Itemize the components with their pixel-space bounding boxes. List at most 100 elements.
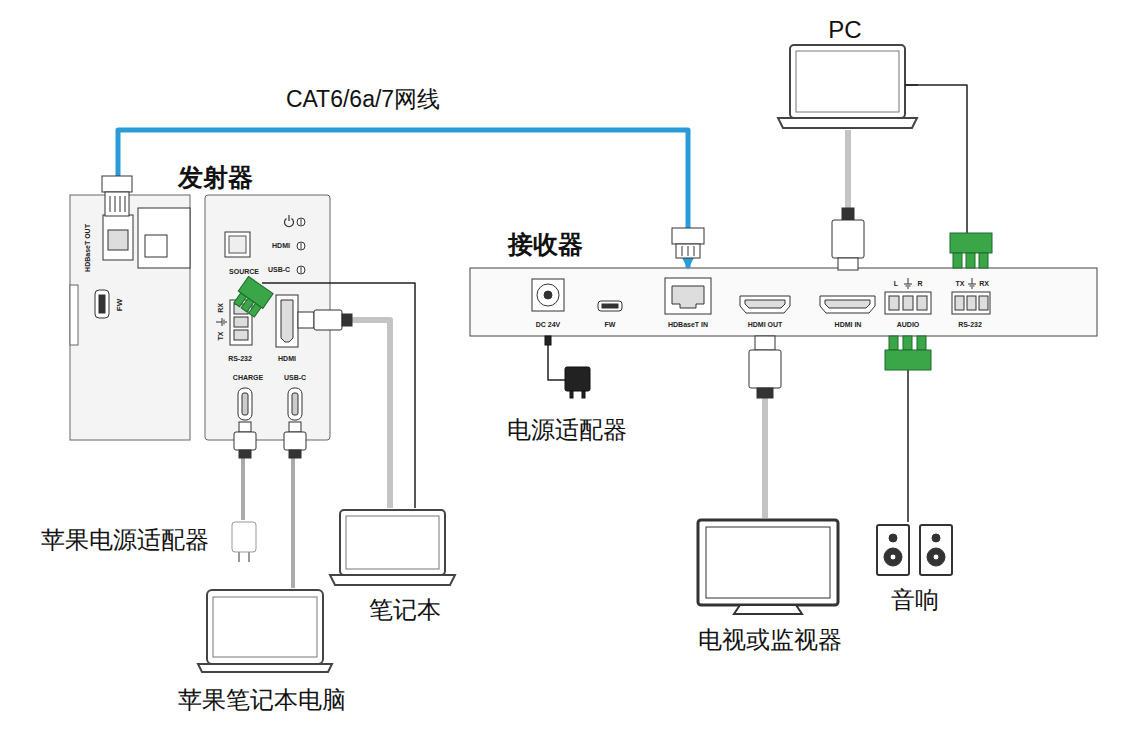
transmitter-front-panel: [301, 267, 302, 273]
power-adapter-icon: [565, 367, 590, 391]
cable-label: CAT6/6a/7网线: [283, 87, 443, 112]
ground-symbol: [224, 320, 225, 325]
transmitter: 发射器: [70, 195, 330, 440]
device-label: 音响: [891, 587, 939, 613]
receiver-panel: [740, 296, 790, 313]
receiver-panel: [979, 296, 988, 310]
transmitter-front-panel: [297, 242, 305, 250]
transmitter-side-panel: [145, 235, 167, 257]
hdmi-plug: [832, 220, 864, 258]
speakers: 音响: [872, 522, 957, 622]
ground-symbol: [968, 284, 976, 285]
laptop-icon: [778, 118, 917, 128]
receiver-panel: [470, 268, 1097, 336]
usb-plug: [234, 432, 256, 450]
terminal-plug: [249, 303, 262, 317]
apple-adapter-icon: [232, 522, 256, 562]
receiver: 接收器: [470, 268, 1097, 336]
device-label: PC: [828, 17, 861, 43]
transmitter-front-panel: [281, 300, 293, 342]
laptop-icon: [198, 45, 917, 672]
transmitter-side-panel: [95, 290, 109, 318]
power-adapter-icon: [582, 391, 585, 398]
transmitter-front-panel: [301, 243, 302, 249]
transmitter-side-panel: [103, 215, 133, 260]
receiver-panel: [889, 296, 899, 310]
usb-plug: [239, 450, 251, 458]
apple-power-adapter: 苹果电源适配器: [30, 520, 258, 565]
hdmi-cable: [330, 320, 390, 508]
ground-symbol: [907, 288, 909, 289]
port-label: SOURCE: [229, 268, 259, 276]
hdmi-plug: [314, 310, 342, 330]
usb-plug: [289, 422, 301, 432]
ground-symbol: [906, 286, 911, 287]
device-label: 发射器: [178, 164, 253, 192]
receiver-panel: [532, 279, 564, 311]
transmitter-front-panel: [205, 195, 330, 440]
apple-adapter-icon: [248, 552, 250, 562]
terminal-plug: [903, 336, 912, 350]
transmitter-front-panel: [229, 236, 246, 253]
laptop-icon: [796, 51, 899, 112]
device-label: 笔记本: [369, 597, 441, 623]
tv-icon: [734, 605, 802, 614]
laptop-icon: [330, 575, 455, 585]
port-label: RS-232: [228, 355, 252, 363]
transmitter-side-panel: [70, 195, 190, 440]
rj45-plug: [102, 176, 132, 192]
network-cable: [118, 130, 688, 268]
terminal-plug: [917, 336, 926, 350]
transmitter-front-panel: [238, 388, 252, 420]
transmitter-front-panel: [288, 215, 289, 221]
usb-plug: [239, 422, 251, 432]
hdmi-plug: [757, 388, 773, 398]
port-label: R: [917, 280, 922, 288]
apple-laptop: 苹果笔记本电脑: [165, 588, 360, 715]
hdmi-plug: [342, 314, 352, 326]
laptop-icon: [346, 516, 439, 569]
port-label: HDMI: [272, 242, 290, 250]
speaker-icon: [920, 525, 952, 575]
ground-symbol: [216, 322, 222, 323]
transmitter-front-panel: [297, 266, 305, 274]
hdmi-plug: [842, 208, 854, 220]
port-label: HDMI OUT: [748, 321, 783, 329]
device-label: 电视或监视器: [698, 627, 842, 653]
ground-symbol: [222, 318, 223, 326]
port-label: HDMI IN: [835, 321, 862, 329]
rj45-plug: [672, 228, 704, 244]
power-adapter-icon: [570, 391, 573, 398]
transmitter-side-panel: [138, 208, 190, 268]
hdmi-plug: [838, 258, 858, 270]
transmitter-front-panel: [205, 195, 330, 440]
port-label: L: [894, 280, 898, 288]
laptop-icon: [790, 45, 905, 118]
terminal-plug: [979, 253, 988, 268]
power-adapter-icon: [565, 367, 590, 398]
device-label: 接收器: [508, 231, 583, 259]
port-label: HDBaseT IN: [668, 321, 708, 329]
ground-symbol: [971, 288, 973, 289]
hdmi-plug: [755, 336, 775, 350]
laptop-icon: [340, 510, 445, 575]
dc-plug: [545, 336, 551, 345]
rs232-wire: [905, 84, 918, 86]
device-label: 电源适配器: [507, 417, 627, 443]
port-label: USB-C: [268, 266, 290, 274]
transmitter-front-panel: [242, 393, 248, 415]
port-label: RX: [217, 303, 225, 313]
port-label: HDBaseT OUT: [84, 224, 92, 272]
terminal-plug: [966, 253, 975, 268]
ground-symbol: [968, 278, 976, 288]
hdmi-plug: [298, 312, 314, 328]
rj45-plug: [110, 196, 111, 212]
hdmi-plug: [749, 350, 781, 388]
rj45-plug: [120, 196, 121, 212]
laptop: 笔记本: [330, 508, 457, 626]
receiver-panel: [955, 296, 964, 310]
